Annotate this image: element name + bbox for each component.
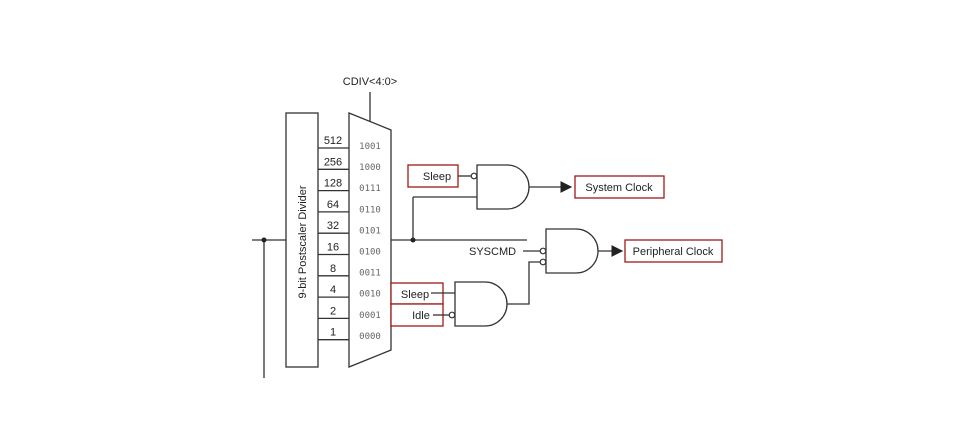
mux-code-label: 0011 bbox=[359, 269, 381, 279]
idle-input-label: Idle bbox=[412, 310, 430, 322]
inverter-bubble bbox=[539, 247, 547, 255]
mux-code-label: 0010 bbox=[359, 290, 381, 300]
divider-ratio-label: 256 bbox=[324, 156, 342, 168]
divider-output-lines: 512 256 128 64 32 16 8 4 2 1 bbox=[318, 135, 349, 341]
sleep-input-label-bottom: Sleep bbox=[401, 289, 429, 301]
divider-ratio-label: 64 bbox=[327, 199, 339, 211]
inverter-bubble bbox=[470, 172, 478, 180]
and-gate-peripheral-clock bbox=[545, 228, 599, 274]
wire bbox=[507, 261, 540, 305]
and-gate-sleep-idle bbox=[454, 281, 508, 327]
divider-ratio-label: 32 bbox=[327, 220, 339, 232]
syscmd-label: SYSCMD bbox=[469, 246, 516, 258]
divider-ratio-label: 2 bbox=[330, 305, 336, 317]
inverter-bubble bbox=[448, 311, 456, 319]
mux-code-label: 0101 bbox=[359, 226, 381, 236]
divider-ratio-label: 128 bbox=[324, 178, 342, 190]
mux-code-label: 0111 bbox=[359, 184, 381, 194]
system-clock-box bbox=[574, 175, 665, 199]
junction-dot bbox=[261, 237, 267, 243]
system-clock-label: System Clock bbox=[585, 182, 653, 194]
divider-ratio-label: 512 bbox=[324, 135, 342, 147]
inverter-bubble bbox=[539, 258, 547, 266]
divider-ratio-label: 16 bbox=[327, 242, 339, 254]
and-gate-system-clock bbox=[476, 164, 530, 210]
peripheral-clock-label: Peripheral Clock bbox=[633, 246, 714, 258]
mux-code-label: 0100 bbox=[359, 248, 381, 258]
postscaler-divider-block bbox=[285, 112, 319, 368]
mux-code-labels: 1001 1000 0111 0110 0101 0100 0011 0010 0001 0000 bbox=[359, 142, 381, 342]
mux-code-label: 0001 bbox=[359, 311, 381, 321]
mux-code-label: 0000 bbox=[359, 332, 381, 342]
mux-select-label: CDIV<4:0> bbox=[343, 76, 397, 88]
mux-code-label: 1001 bbox=[359, 142, 381, 152]
divider-ratio-label: 8 bbox=[330, 263, 336, 275]
peripheral-clock-box bbox=[624, 239, 723, 263]
divider-label: 9-bit Postscaler Divider bbox=[297, 185, 309, 298]
mux-code-label: 1000 bbox=[359, 163, 381, 173]
divider-ratio-label: 4 bbox=[330, 284, 336, 296]
sleep-input-label-top: Sleep bbox=[423, 171, 451, 183]
divider-ratio-label: 1 bbox=[330, 327, 336, 339]
clock-multiplexer bbox=[348, 112, 392, 368]
mux-code-label: 0110 bbox=[359, 205, 381, 215]
